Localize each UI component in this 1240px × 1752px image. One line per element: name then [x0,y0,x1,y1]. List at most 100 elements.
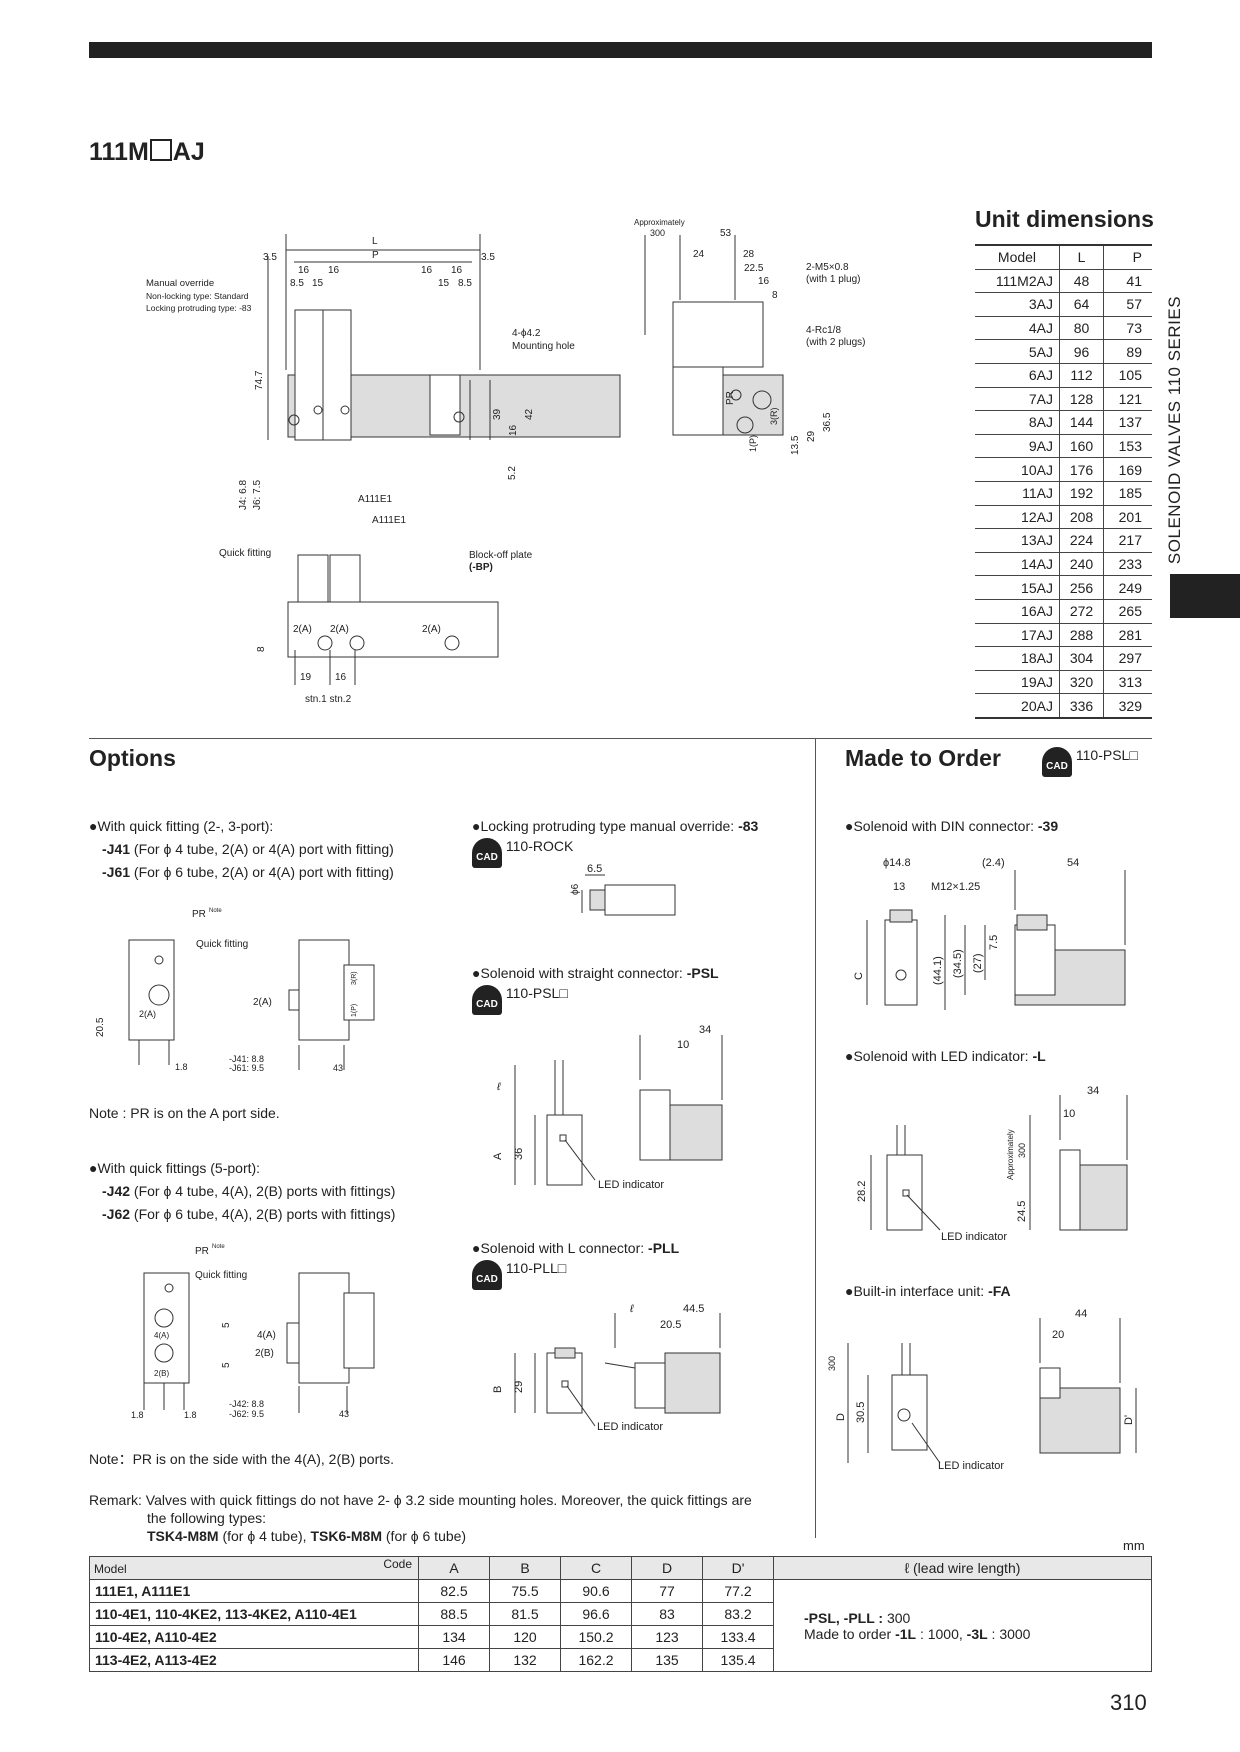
svg-text:-J62: 9.5: -J62: 9.5 [229,1409,264,1419]
ud-cell: 11AJ [975,481,1060,506]
l-connector-text: ●Solenoid with L connector: -PLL CAD 110… [472,1237,679,1290]
ud-cell: 320 [1058,670,1105,695]
ud-cell: 160 [1058,434,1105,459]
dims-value-cell: 88.5 [418,1602,490,1626]
svg-text:8.5: 8.5 [290,278,304,289]
ud-cell: 249 [1103,575,1152,600]
svg-text:43: 43 [339,1409,349,1419]
header-d: D [631,1556,703,1580]
dims-model-cell: 111E1, A111E1 [89,1579,419,1603]
svg-text:Quick fitting: Quick fitting [195,1270,247,1281]
svg-text:Note: Note [209,908,222,914]
dims-value-cell: 120 [489,1625,561,1649]
ud-header-model: Model [975,245,1060,270]
svg-text:29: 29 [513,1381,525,1393]
ud-cell: 10AJ [975,457,1060,482]
svg-text:300: 300 [1017,1143,1027,1158]
led-indicator-text: ●Solenoid with LED indicator: -L [845,1048,1046,1064]
ud-cell: 288 [1058,623,1105,648]
model-code-header: Model Code [89,1556,419,1580]
svg-text:Quick fitting: Quick fitting [196,939,248,950]
ud-cell: 201 [1103,505,1152,530]
ud-cell: 19AJ [975,670,1060,695]
svg-text:5: 5 [221,1362,232,1368]
dims-value-cell: 83 [631,1602,703,1626]
svg-text:22.5: 22.5 [744,263,764,274]
svg-text:L: L [372,236,378,247]
svg-text:4-ϕ4.2: 4-ϕ4.2 [512,328,541,339]
straight-connector-text: ●Solenoid with straight connector: -PSL … [472,962,719,1015]
ud-cell: 265 [1103,599,1152,624]
svg-text:PR: PR [725,391,736,405]
svg-text:Approximately: Approximately [1006,1129,1015,1180]
svg-text:3(R): 3(R) [769,407,779,425]
svg-text:8.5: 8.5 [458,278,472,289]
ud-cell: 153 [1103,434,1152,459]
made-to-order-cad: CAD 110-PSL□ [1042,747,1138,777]
svg-text:28.2: 28.2 [856,1181,868,1202]
main-manifold-drawing: L P 3.5 3.5 16 16 16 16 8.5 15 15 8.5 Ma… [146,218,865,705]
svg-text:28: 28 [743,249,755,260]
made-to-order-title: Made to Order [845,745,1001,771]
svg-text:LED indicator: LED indicator [938,1460,1004,1472]
ud-cell: 15AJ [975,575,1060,600]
ud-cell: 80 [1058,316,1105,341]
ud-cell: 169 [1103,457,1152,482]
svg-text:54: 54 [1067,857,1079,869]
svg-text:2(B): 2(B) [255,1348,274,1359]
ud-cell: 224 [1058,528,1105,553]
locking-override-drawing: 6.5 ϕ6 [570,863,676,916]
svg-text:2-M5×0.8: 2-M5×0.8 [806,262,849,273]
svg-text:2(A): 2(A) [422,624,441,635]
svg-text:ϕ14.8: ϕ14.8 [883,857,911,869]
header-lead-wire: ℓ (lead wire length) [773,1556,1152,1580]
svg-text:A111E1: A111E1 [372,515,407,526]
quick-fitting-23-drawing: PR Note Quick fitting 20.5 2(A) 2(A) 1.8… [95,908,375,1073]
dims-value-cell: 77 [631,1579,703,1603]
dims-value-cell: 77.2 [702,1579,774,1603]
ud-cell: 89 [1103,339,1152,364]
svg-text:-J61: 9.5: -J61: 9.5 [229,1063,264,1073]
ud-cell: 233 [1103,552,1152,577]
ud-cell: 9AJ [975,434,1060,459]
dims-value-cell: 82.5 [418,1579,490,1603]
svg-text:1.8: 1.8 [184,1410,197,1420]
ud-cell: 7AJ [975,387,1060,412]
ud-cell: 41 [1103,269,1152,294]
svg-text:3.5: 3.5 [263,252,277,263]
ud-cell: 14AJ [975,552,1060,577]
ud-cell: 17AJ [975,623,1060,648]
svg-text:LED indicator: LED indicator [941,1231,1007,1243]
svg-text:43: 43 [333,1063,343,1073]
svg-text:(with 1 plug): (with 1 plug) [806,274,860,285]
ud-cell: 185 [1103,481,1152,506]
svg-text:4(A): 4(A) [257,1330,276,1341]
svg-text:(2.4): (2.4) [982,857,1005,869]
dims-value-cell: 133.4 [702,1625,774,1649]
svg-text:2(A): 2(A) [293,624,312,635]
svg-text:5: 5 [221,1322,232,1328]
dims-value-cell: 81.5 [489,1602,561,1626]
svg-text:Manual override: Manual override [146,278,214,289]
svg-text:20: 20 [1052,1329,1064,1341]
ud-cell: 111M2AJ [975,269,1060,294]
remark: Remark: Valves with quick fittings do no… [89,1492,752,1544]
svg-text:16: 16 [758,276,770,287]
section-divider [89,738,1152,739]
svg-text:16: 16 [508,424,519,436]
ud-cell: 192 [1058,481,1105,506]
svg-text:1.8: 1.8 [131,1410,144,1420]
dims-model-cell: 110-4E1, 110-4KE2, 113-4KE2, A110-4E1 [89,1602,419,1626]
svg-text:4-Rc1/8: 4-Rc1/8 [806,325,841,336]
svg-text:6.5: 6.5 [587,863,602,875]
ud-cell: 208 [1058,505,1105,530]
locking-override-text: ●Locking protruding type manual override… [472,815,758,868]
svg-text:15: 15 [312,278,324,289]
